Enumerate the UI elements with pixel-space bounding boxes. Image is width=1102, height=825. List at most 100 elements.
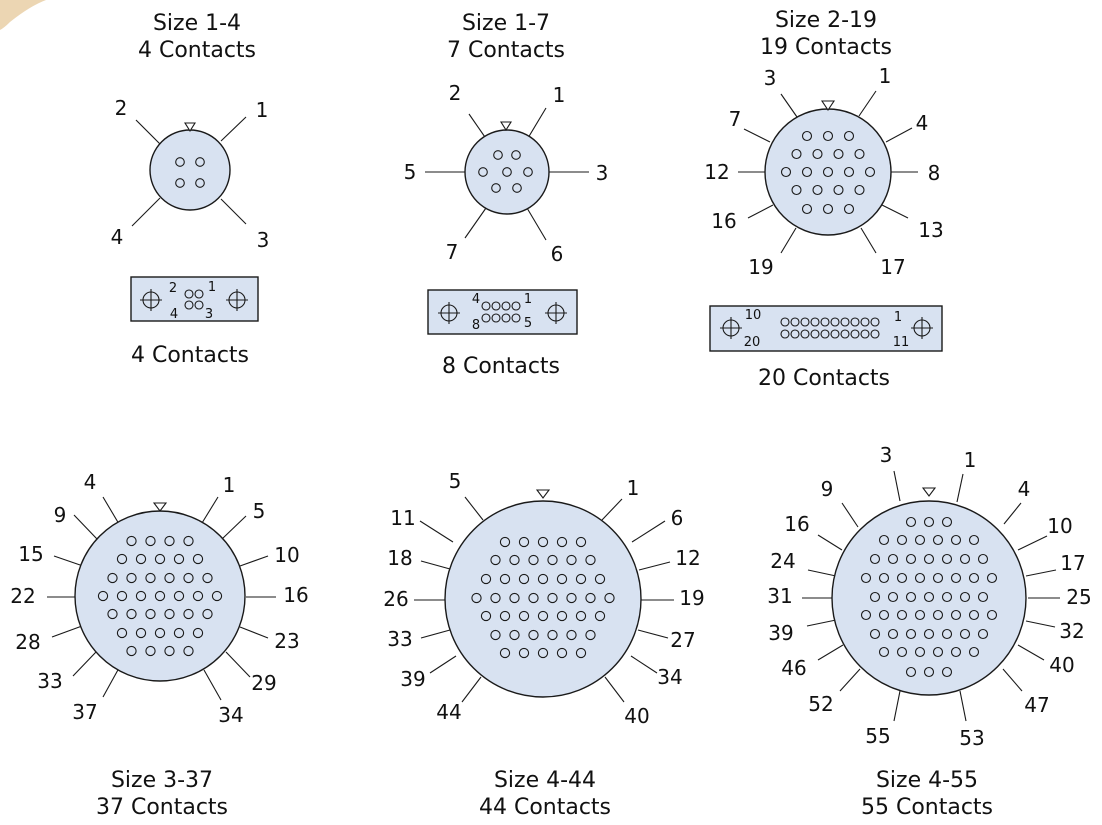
contact-pin xyxy=(126,645,137,657)
contact-pin xyxy=(164,608,175,620)
contact-pin xyxy=(491,301,501,311)
contact-pin xyxy=(850,317,860,327)
contact-pin xyxy=(195,157,205,167)
pin-lead xyxy=(225,651,251,678)
pin-lead xyxy=(419,520,454,543)
contact-pin xyxy=(145,535,156,547)
pin-lead xyxy=(102,496,120,525)
pin-label: 1 xyxy=(524,292,532,307)
contact-pin xyxy=(575,536,587,548)
contact-pin xyxy=(202,608,213,620)
contact-pin xyxy=(941,591,953,603)
contact-pin xyxy=(941,516,953,528)
pin-label: 37 xyxy=(72,700,97,724)
pin-label: 33 xyxy=(37,669,62,693)
contact-pin xyxy=(480,610,492,622)
connector-face xyxy=(831,500,1027,696)
contact-pin xyxy=(194,300,204,310)
connector-size-label: Size 1-4 xyxy=(153,11,241,36)
contact-pin xyxy=(518,647,530,659)
pin-label: 5 xyxy=(253,499,266,523)
mounting-hole-icon xyxy=(720,317,742,339)
key-triangle-icon xyxy=(152,502,168,512)
connector-contacts-label: 4 Contacts xyxy=(138,38,256,63)
contact-pin xyxy=(860,609,872,621)
contact-pin xyxy=(556,536,568,548)
mounting-hole-icon xyxy=(140,289,162,311)
connector-contacts-label: 44 Contacts xyxy=(479,795,611,820)
pin-lead xyxy=(604,676,625,703)
contact-pin xyxy=(878,646,890,658)
contact-pin xyxy=(833,184,844,196)
contact-pin xyxy=(107,608,118,620)
contact-pin xyxy=(941,628,953,640)
contact-pin xyxy=(850,329,860,339)
pin-label: 44 xyxy=(436,700,461,724)
contact-pin xyxy=(502,167,512,177)
pin-lead xyxy=(839,668,861,692)
contact-pin xyxy=(556,573,568,585)
contact-pin xyxy=(800,317,810,327)
pin-label: 4 xyxy=(916,111,929,135)
contact-pin xyxy=(556,647,568,659)
connector-contacts-label: 7 Contacts xyxy=(447,38,565,63)
pin-lead xyxy=(135,119,161,145)
contact-pin xyxy=(812,184,823,196)
pin-label: 53 xyxy=(959,726,984,750)
pin-label: 40 xyxy=(1049,653,1074,677)
contact-pin xyxy=(175,157,185,167)
pin-label: 1 xyxy=(208,280,216,295)
pin-label: 3 xyxy=(764,66,777,90)
contact-pin xyxy=(164,645,175,657)
pin-label: 10 xyxy=(274,543,299,567)
contact-pin xyxy=(471,592,482,604)
contact-pin xyxy=(791,148,802,160)
rect-connector-8: 4 1 8 5 8 Contacts xyxy=(427,289,578,379)
contact-pin xyxy=(518,573,530,585)
contact-pin xyxy=(173,627,185,639)
contact-pin xyxy=(959,553,971,565)
pin-label: 31 xyxy=(767,584,792,608)
pin-lead xyxy=(1003,502,1022,525)
contact-pin xyxy=(932,572,944,584)
contact-pin xyxy=(511,301,521,311)
contact-pin xyxy=(183,535,194,547)
rect-connector-caption: 8 Contacts xyxy=(442,354,560,379)
mounting-hole-icon xyxy=(438,302,460,324)
contact-pin xyxy=(905,591,917,603)
contact-pin xyxy=(116,627,128,639)
contact-pin xyxy=(843,130,855,142)
pin-label: 3 xyxy=(257,228,270,252)
pin-label: 19 xyxy=(748,255,773,279)
pin-label: 5 xyxy=(449,469,462,493)
pin-label: 4 xyxy=(170,307,178,322)
corner-decoration xyxy=(0,0,46,30)
pin-lead xyxy=(893,690,901,722)
pin-lead xyxy=(220,116,247,142)
contact-pin xyxy=(914,534,926,546)
pin-label: 1 xyxy=(627,476,640,500)
rect-connector-20: 10 1 20 11 20 Contacts xyxy=(709,305,943,391)
pin-label: 11 xyxy=(390,506,415,530)
contact-pin xyxy=(547,554,558,566)
contact-pin xyxy=(896,534,908,546)
pin-label: 16 xyxy=(784,512,809,536)
pin-lead xyxy=(881,204,909,219)
contact-pin xyxy=(977,591,989,603)
contact-pin xyxy=(478,167,488,177)
pin-label: 2 xyxy=(115,96,128,120)
contact-pin xyxy=(192,627,204,639)
pin-lead xyxy=(420,629,451,639)
contact-pin xyxy=(810,329,820,339)
contact-pin xyxy=(126,608,137,620)
mounting-hole-icon xyxy=(911,317,933,339)
pin-lead xyxy=(780,227,797,254)
contact-pin xyxy=(950,646,962,658)
pin-label: 13 xyxy=(918,218,943,242)
contact-pin xyxy=(194,289,204,299)
contact-pin xyxy=(195,178,205,188)
pin-lead xyxy=(956,473,964,503)
contact-pin xyxy=(959,591,971,603)
pin-label: 22 xyxy=(10,584,35,608)
pin-label: 39 xyxy=(400,667,425,691)
